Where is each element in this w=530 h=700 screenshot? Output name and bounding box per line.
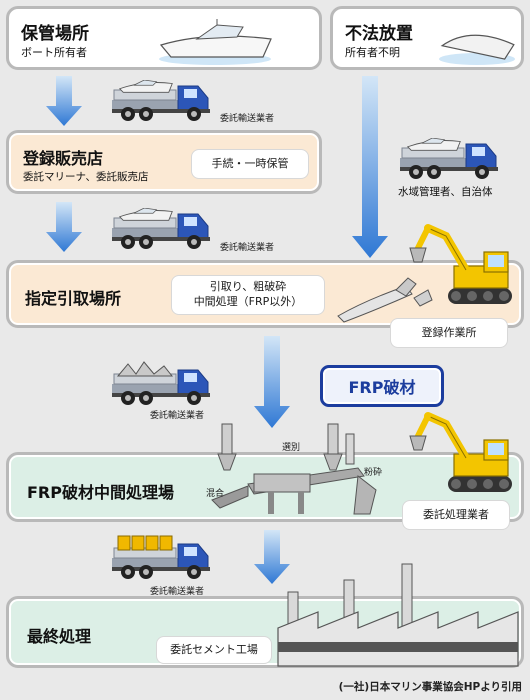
boat-icon [159,19,272,65]
pickup-title: 指定引取場所 [25,289,122,308]
truck-icon [112,80,211,122]
truck-icon [112,208,211,250]
truck-icon [400,138,499,180]
capsized-boat-icon [439,34,515,65]
intermediate-title: FRP破材中間処理場 [27,483,174,502]
pickup-note-line1: 引取り、粗破砕 [209,280,287,294]
truck4-label: 委託輸送業者 [150,411,205,421]
truck3-label: 委託輸送業者 [220,243,275,253]
label-crush: 粉砕 [364,468,383,478]
arrow-down-icon [46,76,82,126]
final-note: 委託セメント工場 [156,636,272,664]
arrow-down-icon [46,202,82,252]
truck1-label: 委託輸送業者 [220,114,275,124]
pickup-note: 引取り、粗破砕 中間処理（FRP以外） [171,275,325,315]
dealer-title: 登録販売店 [23,149,104,168]
label-mix: 混合 [206,489,225,499]
long-arrow-down-icon [352,76,388,258]
pickup-note-line2: 中間処理（FRP以外） [193,295,303,308]
label-sort: 選別 [282,443,301,453]
truck-icon [112,361,211,406]
dealer-note: 手続・一時保管 [191,149,309,179]
excavator-icon [388,410,518,500]
credit-text: (一社)日本マリン事業協会HPより引用 [338,681,522,693]
arrow-down-icon [254,530,290,584]
contractor-label: 委託処理業者 [402,500,510,530]
truck2-label: 水域管理者、自治体 [398,186,493,198]
long-arrow-down-icon [254,336,290,428]
boat-debris-icon [337,277,433,323]
worker-label: 登録作業所 [390,318,508,348]
frp-material-box: FRP破材 [320,365,444,407]
abandoned-subtitle: 所有者不明 [345,46,400,59]
abandoned-box: 不法放置 所有者不明 [330,6,524,70]
storage-box: 保管場所 ボート所有者 [6,6,322,70]
dealer-box: 登録販売店 委託マリーナ、委託販売店 手続・一時保管 [6,130,322,194]
storage-title: 保管場所 [21,24,89,44]
final-title: 最終処理 [27,627,92,646]
truck-icon [112,535,211,580]
dealer-subtitle: 委託マリーナ、委託販売店 [23,171,149,183]
storage-subtitle: ボート所有者 [21,46,87,59]
abandoned-title: 不法放置 [345,24,413,44]
truck5-label: 委託輸送業者 [150,587,205,597]
processing-machine-icon [211,423,377,515]
factory-icon [277,563,519,667]
pickup-box: 指定引取場所 引取り、粗破砕 中間処理（FRP以外） [6,260,524,328]
